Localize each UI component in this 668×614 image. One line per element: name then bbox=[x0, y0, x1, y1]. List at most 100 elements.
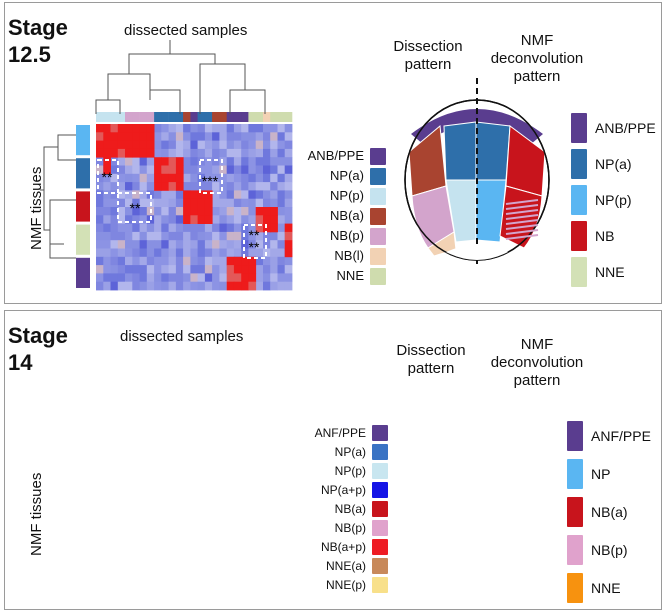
heatmap-cell bbox=[233, 240, 242, 249]
heatmap-cell bbox=[190, 248, 199, 258]
heatmap-cell bbox=[146, 223, 155, 233]
heatmap-cell bbox=[212, 132, 220, 141]
heatmap-cell bbox=[284, 281, 293, 291]
heatmap-cell bbox=[168, 240, 177, 249]
heatmap-cell bbox=[284, 256, 293, 266]
heatmap-cell bbox=[183, 240, 191, 249]
heatmap-cell bbox=[103, 273, 111, 283]
heatmap-cell bbox=[212, 173, 220, 183]
heatmap-cell bbox=[197, 140, 206, 150]
heatmap-cell bbox=[219, 265, 228, 274]
heatmap-cell bbox=[146, 173, 155, 183]
heatmap-cell bbox=[139, 240, 148, 249]
column-color-bar bbox=[161, 112, 169, 122]
legend-swatch bbox=[370, 188, 386, 205]
column-color-bar bbox=[212, 112, 220, 122]
heatmap-cell bbox=[212, 157, 220, 166]
heatmap-cell bbox=[139, 198, 148, 208]
column-color-bar bbox=[117, 112, 126, 122]
heatmap-cell bbox=[125, 132, 133, 141]
heatmap-cell bbox=[96, 231, 104, 241]
heatmap-cell bbox=[168, 273, 177, 283]
heatmap-cell bbox=[212, 256, 220, 266]
heatmap-cell bbox=[212, 231, 220, 241]
heatmap-cell bbox=[154, 248, 162, 258]
heatmap-cell bbox=[161, 165, 169, 175]
heatmap-cell bbox=[255, 173, 264, 183]
heatmap-cell bbox=[204, 182, 213, 191]
heatmap-cell bbox=[154, 132, 162, 141]
dendrogram bbox=[229, 89, 245, 114]
legend-label: NB(l) bbox=[334, 248, 364, 263]
column-color-bar bbox=[255, 112, 264, 122]
heatmap-cell bbox=[132, 265, 140, 274]
heatmap-cell bbox=[226, 207, 235, 216]
heatmap-cell bbox=[284, 231, 293, 241]
heatmap-cell bbox=[212, 190, 220, 200]
heatmap-cell bbox=[139, 132, 148, 141]
heatmap-cell bbox=[96, 140, 104, 150]
heatmap-cell bbox=[263, 173, 271, 183]
heatmap-cell bbox=[241, 273, 249, 283]
heatmap-cell bbox=[190, 240, 199, 249]
dendrogram bbox=[199, 63, 215, 114]
heatmap-cell bbox=[125, 182, 133, 191]
heatmap-cell bbox=[248, 231, 257, 241]
heatmap-cell bbox=[277, 248, 286, 258]
heatmap-cell bbox=[197, 207, 206, 216]
heatmap-cell bbox=[204, 265, 213, 274]
heatmap-cell bbox=[168, 148, 177, 158]
heatmap-cell bbox=[277, 265, 286, 274]
heatmap-cell bbox=[183, 132, 191, 141]
heatmap-cell bbox=[255, 148, 264, 158]
heatmap-cell bbox=[161, 148, 169, 158]
heatmap-cell bbox=[277, 148, 286, 158]
legend-label: NNE bbox=[336, 268, 364, 283]
heatmap-cell bbox=[204, 223, 213, 233]
heatmap-cell bbox=[197, 148, 206, 158]
heatmap-cell bbox=[212, 248, 220, 258]
heatmap-cell bbox=[161, 281, 169, 291]
dissection-a-top-band bbox=[411, 109, 543, 144]
heatmap-cell bbox=[168, 132, 177, 141]
heatmap-cell bbox=[183, 281, 191, 291]
heatmap-cell bbox=[263, 132, 271, 141]
heatmap-cell bbox=[190, 182, 199, 191]
legend-item: NNE(p) bbox=[296, 577, 388, 596]
heatmap-cell bbox=[270, 207, 278, 216]
legend-label: NP(p) bbox=[330, 188, 364, 203]
column-color-bar bbox=[204, 112, 213, 122]
heatmap-cell bbox=[139, 148, 148, 158]
heatmap-cell bbox=[175, 182, 184, 191]
heatmap-cell bbox=[139, 273, 148, 283]
heatmap-cell bbox=[146, 281, 155, 291]
heatmap-cell bbox=[197, 265, 206, 274]
heatmap-cell bbox=[139, 231, 148, 241]
hatch-line bbox=[505, 219, 539, 225]
legend-label: NB(p) bbox=[334, 521, 366, 535]
heatmap-cell bbox=[161, 215, 169, 224]
heatmap-cell bbox=[96, 132, 104, 141]
heatmap-cell bbox=[103, 207, 111, 216]
heatmap-cell bbox=[154, 173, 162, 183]
heatmap-cell bbox=[132, 215, 140, 224]
row-color-bar bbox=[76, 158, 90, 189]
heatmap-cell bbox=[161, 124, 169, 133]
heatmap-cell bbox=[96, 148, 104, 158]
heatmap-cell bbox=[197, 165, 206, 175]
legend-label: NB(a+p) bbox=[320, 540, 366, 554]
heatmap-cell bbox=[263, 198, 271, 208]
legend-item: NB(p) bbox=[296, 520, 388, 539]
heatmap-cell bbox=[277, 140, 286, 150]
heatmap-cell bbox=[233, 124, 242, 133]
heatmap-cell bbox=[125, 231, 133, 241]
legend-label: NB(a) bbox=[330, 208, 364, 223]
heatmap-cell bbox=[233, 256, 242, 266]
heatmap-cell bbox=[183, 165, 191, 175]
heatmap-cell bbox=[263, 256, 271, 266]
significance-mark: ** bbox=[130, 200, 141, 216]
heatmap-cell bbox=[161, 140, 169, 150]
heatmap-cell bbox=[146, 273, 155, 283]
heatmap-cell bbox=[204, 190, 213, 200]
heatmap-cell bbox=[139, 281, 148, 291]
